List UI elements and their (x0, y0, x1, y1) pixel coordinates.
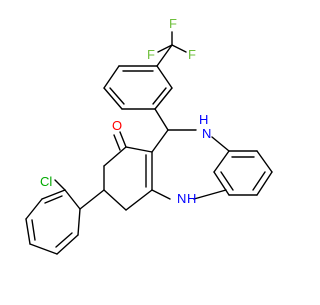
bond-bz-3-inner (252, 171, 266, 191)
bonds (25, 31, 273, 255)
bond-c3-aryl (79, 189, 105, 210)
nh-bottom-n-label: N (177, 191, 186, 206)
bond-ar2-4 (25, 218, 31, 245)
bond-nh-benzo-bottom (193, 189, 227, 200)
bond-c1-o (119, 131, 127, 148)
bond-c11a-c1 (125, 146, 153, 153)
bond-ar2-close (77, 208, 81, 236)
bond-c1-o-double (113, 134, 121, 151)
bond-cf3-f-left (157, 44, 173, 53)
bond-bz-6 (213, 150, 230, 173)
structure-canvas: F F F O H N N H Cl (25, 16, 273, 255)
bond-bz-3 (256, 171, 273, 196)
bond-ar1-2 (103, 65, 120, 89)
bond-bz-5 (213, 171, 230, 196)
bond-cf3-f-right (171, 44, 187, 53)
bond-ar2-1 (64, 189, 81, 210)
nh-top-h-label: H (199, 112, 208, 127)
bond-ar2-6 (56, 234, 79, 255)
bond-ar2-2-inner (44, 195, 63, 204)
carbonyl-oxygen-label: O (112, 118, 122, 133)
bond-c4a-nh (151, 189, 171, 200)
bond-ar2-5 (29, 243, 58, 255)
chlorine-label: Cl (40, 174, 52, 189)
bond-ar2-3 (25, 198, 43, 220)
fluorine-top-label: F (169, 16, 177, 31)
bond-ar2-cl (54, 179, 66, 191)
bond-nh-benzo (211, 136, 230, 152)
bond-ar1-5 (154, 87, 173, 110)
bond-c1-c2 (103, 146, 127, 167)
bond-ar2-6-inner (55, 232, 73, 248)
bond-c4-c4a (125, 189, 153, 211)
fluorine-left-label: F (147, 47, 155, 62)
bond-ch-c11a (151, 129, 169, 153)
bond-ar2-4-inner (31, 219, 36, 241)
bond-ar1-3-inner (109, 87, 125, 105)
bond-ar1-3 (103, 87, 123, 110)
bond-ar1-5-inner (152, 87, 167, 105)
bond-c3-c4 (103, 189, 127, 211)
bond-ar2-2 (41, 189, 66, 200)
nh-top-n-label: N (202, 126, 211, 141)
molecule-drawing: F F F O H N N H Cl (25, 16, 273, 255)
nh-bottom-h-label: H (187, 191, 196, 206)
bond-ar1-6 (156, 65, 173, 89)
bond-cf3-ring (156, 44, 173, 67)
fluorine-right-label: F (188, 47, 196, 62)
atom-labels: F F F O H N N H Cl (40, 16, 211, 206)
bond-bz-5-inner (220, 171, 234, 191)
bond-bz-2 (256, 150, 273, 173)
bond-aryl-ch (154, 108, 169, 131)
